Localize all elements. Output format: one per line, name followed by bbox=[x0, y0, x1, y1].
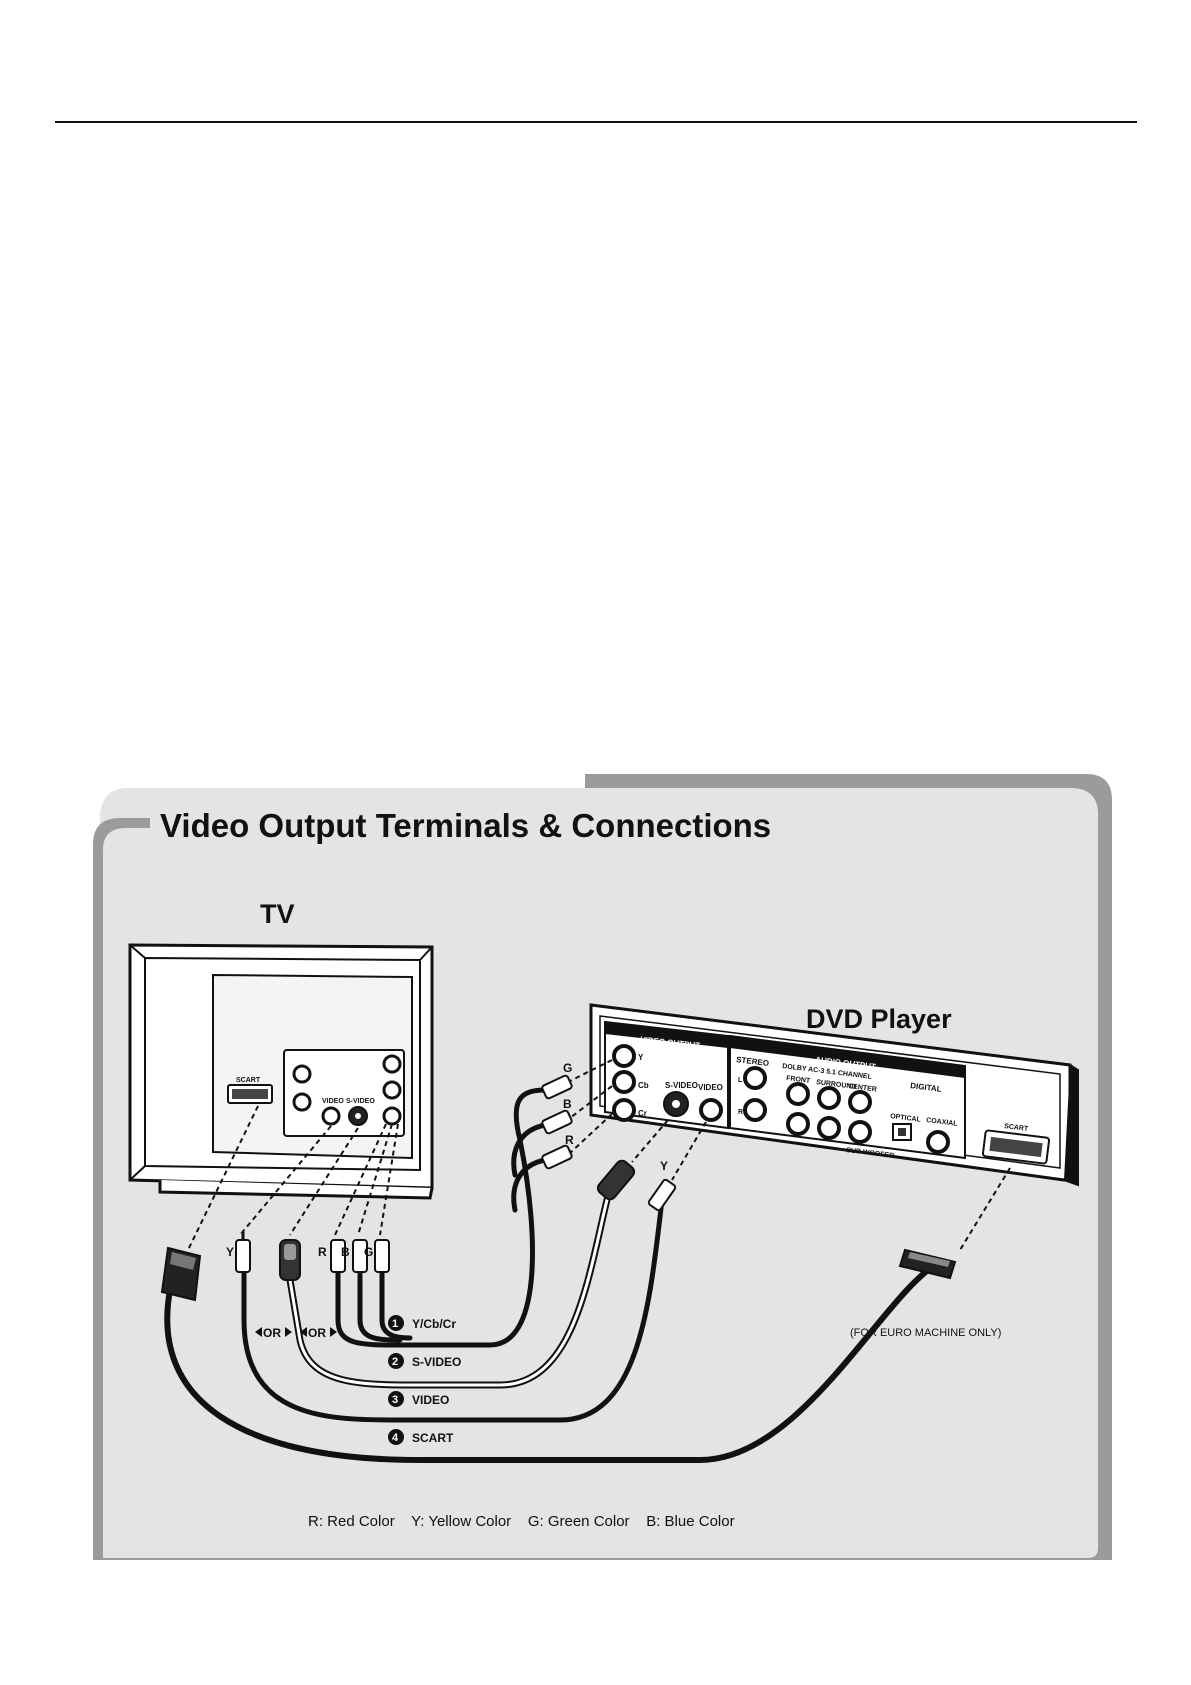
page-top-rule bbox=[55, 121, 1137, 123]
tv-jack-cr bbox=[382, 1106, 402, 1126]
r-plug-tv bbox=[330, 1239, 346, 1273]
plug-label-r-dvd: R bbox=[565, 1133, 574, 1147]
tv: VIDEO S-VIDEO SCART bbox=[128, 943, 434, 1200]
connection-number-badge bbox=[388, 1315, 404, 1331]
svg-text:OR: OR bbox=[263, 1326, 281, 1340]
svg-text:1: 1 bbox=[392, 1318, 398, 1330]
cables bbox=[164, 1087, 938, 1463]
tv-video-label: VIDEO bbox=[322, 1098, 344, 1105]
plug-label-b-tv: B bbox=[341, 1245, 350, 1259]
plug-label-r-tv: R bbox=[318, 1245, 327, 1259]
dvd-player: VIDEO OUTPUT Y Cb Cr S-VIDEO VIDEO AUDIO… bbox=[589, 1003, 1079, 1187]
plug-label-g-dvd: G bbox=[563, 1061, 572, 1075]
dvd-cr-label: Cr bbox=[638, 1109, 647, 1118]
plug-label-y-tv: Y bbox=[226, 1245, 234, 1259]
or-marker: OR bbox=[255, 1326, 292, 1340]
b-plug-tv bbox=[352, 1239, 368, 1273]
tv-jack bbox=[292, 1092, 312, 1112]
video-plug-dvd bbox=[647, 1178, 677, 1212]
dvd-optical-label: OPTICAL bbox=[890, 1113, 922, 1124]
euro-machine-note: (FOR EURO MACHINE ONLY) bbox=[850, 1327, 1001, 1339]
plug-label-b-dvd: B bbox=[563, 1097, 572, 1111]
svideo-plug-dvd bbox=[596, 1159, 636, 1201]
g-plug-dvd bbox=[541, 1074, 573, 1100]
connection-name: SCART bbox=[412, 1431, 454, 1445]
dvd-center-label: CENTER bbox=[848, 1083, 877, 1093]
b-plug-dvd bbox=[541, 1109, 573, 1135]
tv-jack-y bbox=[382, 1054, 402, 1074]
tv-jack-cb bbox=[382, 1080, 402, 1100]
dvd-player-label: DVD Player bbox=[806, 1004, 952, 1034]
dvd-audio-jack bbox=[848, 1090, 872, 1114]
video-plug-tv bbox=[235, 1239, 251, 1273]
dvd-audio-jack bbox=[786, 1082, 810, 1106]
connection-name: Y/Cb/Cr bbox=[412, 1317, 456, 1331]
dvd-coaxial-label: COAXIAL bbox=[926, 1117, 959, 1128]
color-legend: R: Red Color Y: Yellow Color G: Green Co… bbox=[308, 1513, 735, 1530]
plug-label-y-dvd: Y bbox=[660, 1159, 668, 1173]
r-plug-dvd bbox=[541, 1144, 573, 1170]
dvd-jack-video bbox=[699, 1098, 723, 1122]
dvd-stereo-label: STEREO bbox=[736, 1055, 770, 1068]
dvd-coaxial-jack bbox=[926, 1130, 950, 1154]
dvd-audio-jack bbox=[817, 1116, 841, 1140]
dvd-cb-label: Cb bbox=[638, 1081, 649, 1090]
tv-label: TV bbox=[260, 899, 295, 929]
dvd-jack-y bbox=[612, 1044, 636, 1068]
dvd-surround-label: SURROUND bbox=[816, 1079, 857, 1091]
connection-number-badge bbox=[388, 1429, 404, 1445]
svg-text:3: 3 bbox=[392, 1394, 398, 1406]
dvd-audio-jack-r bbox=[743, 1098, 767, 1122]
connection-name: S-VIDEO bbox=[412, 1355, 461, 1369]
connection-label-1: 1 Y/Cb/Cr bbox=[388, 1315, 456, 1331]
dvd-scart-label: SCART bbox=[1004, 1123, 1030, 1133]
tv-svideo-label: S-VIDEO bbox=[346, 1098, 375, 1105]
dvd-y-label: Y bbox=[638, 1053, 644, 1062]
dvd-l-label: L bbox=[738, 1077, 743, 1084]
dvd-digital-label: DIGITAL bbox=[910, 1081, 942, 1094]
svg-text:OR: OR bbox=[308, 1326, 326, 1340]
dvd-front-label: FRONT bbox=[786, 1075, 811, 1085]
connection-number-badge bbox=[388, 1391, 404, 1407]
dvd-r-label: R bbox=[738, 1109, 743, 1116]
svg-text:4: 4 bbox=[392, 1432, 399, 1444]
connection-name: VIDEO bbox=[412, 1393, 449, 1407]
connection-number-badge bbox=[388, 1353, 404, 1369]
panel-title: Video Output Terminals & Connections bbox=[160, 807, 771, 844]
dvd-audio-jack bbox=[848, 1120, 872, 1144]
dvd-audio-jack bbox=[786, 1112, 810, 1136]
tv-jack bbox=[292, 1064, 312, 1084]
or-marker: OR bbox=[300, 1326, 337, 1340]
tv-scart-label: SCART bbox=[236, 1077, 261, 1084]
plugs bbox=[160, 1074, 957, 1302]
dashed-guides bbox=[187, 1059, 1011, 1251]
tv-jack-video bbox=[321, 1106, 341, 1126]
dvd-jack-cb bbox=[612, 1070, 636, 1094]
connection-label-3: 3 VIDEO bbox=[388, 1391, 449, 1407]
svg-text:2: 2 bbox=[392, 1356, 398, 1368]
tv-jack-panel bbox=[283, 1049, 405, 1137]
dvd-audio-jack-l bbox=[743, 1066, 767, 1090]
dvd-svideo-label: S-VIDEO bbox=[665, 1081, 698, 1090]
connection-label-2: 2 S-VIDEO bbox=[388, 1353, 461, 1369]
g-plug-tv bbox=[374, 1239, 390, 1273]
plug-label-g-tv: G bbox=[364, 1245, 373, 1259]
connection-label-4: 4 SCART bbox=[388, 1429, 454, 1445]
dvd-video-label: VIDEO bbox=[698, 1083, 723, 1092]
dvd-audio-jack bbox=[817, 1086, 841, 1110]
dvd-jack-cr bbox=[612, 1098, 636, 1122]
